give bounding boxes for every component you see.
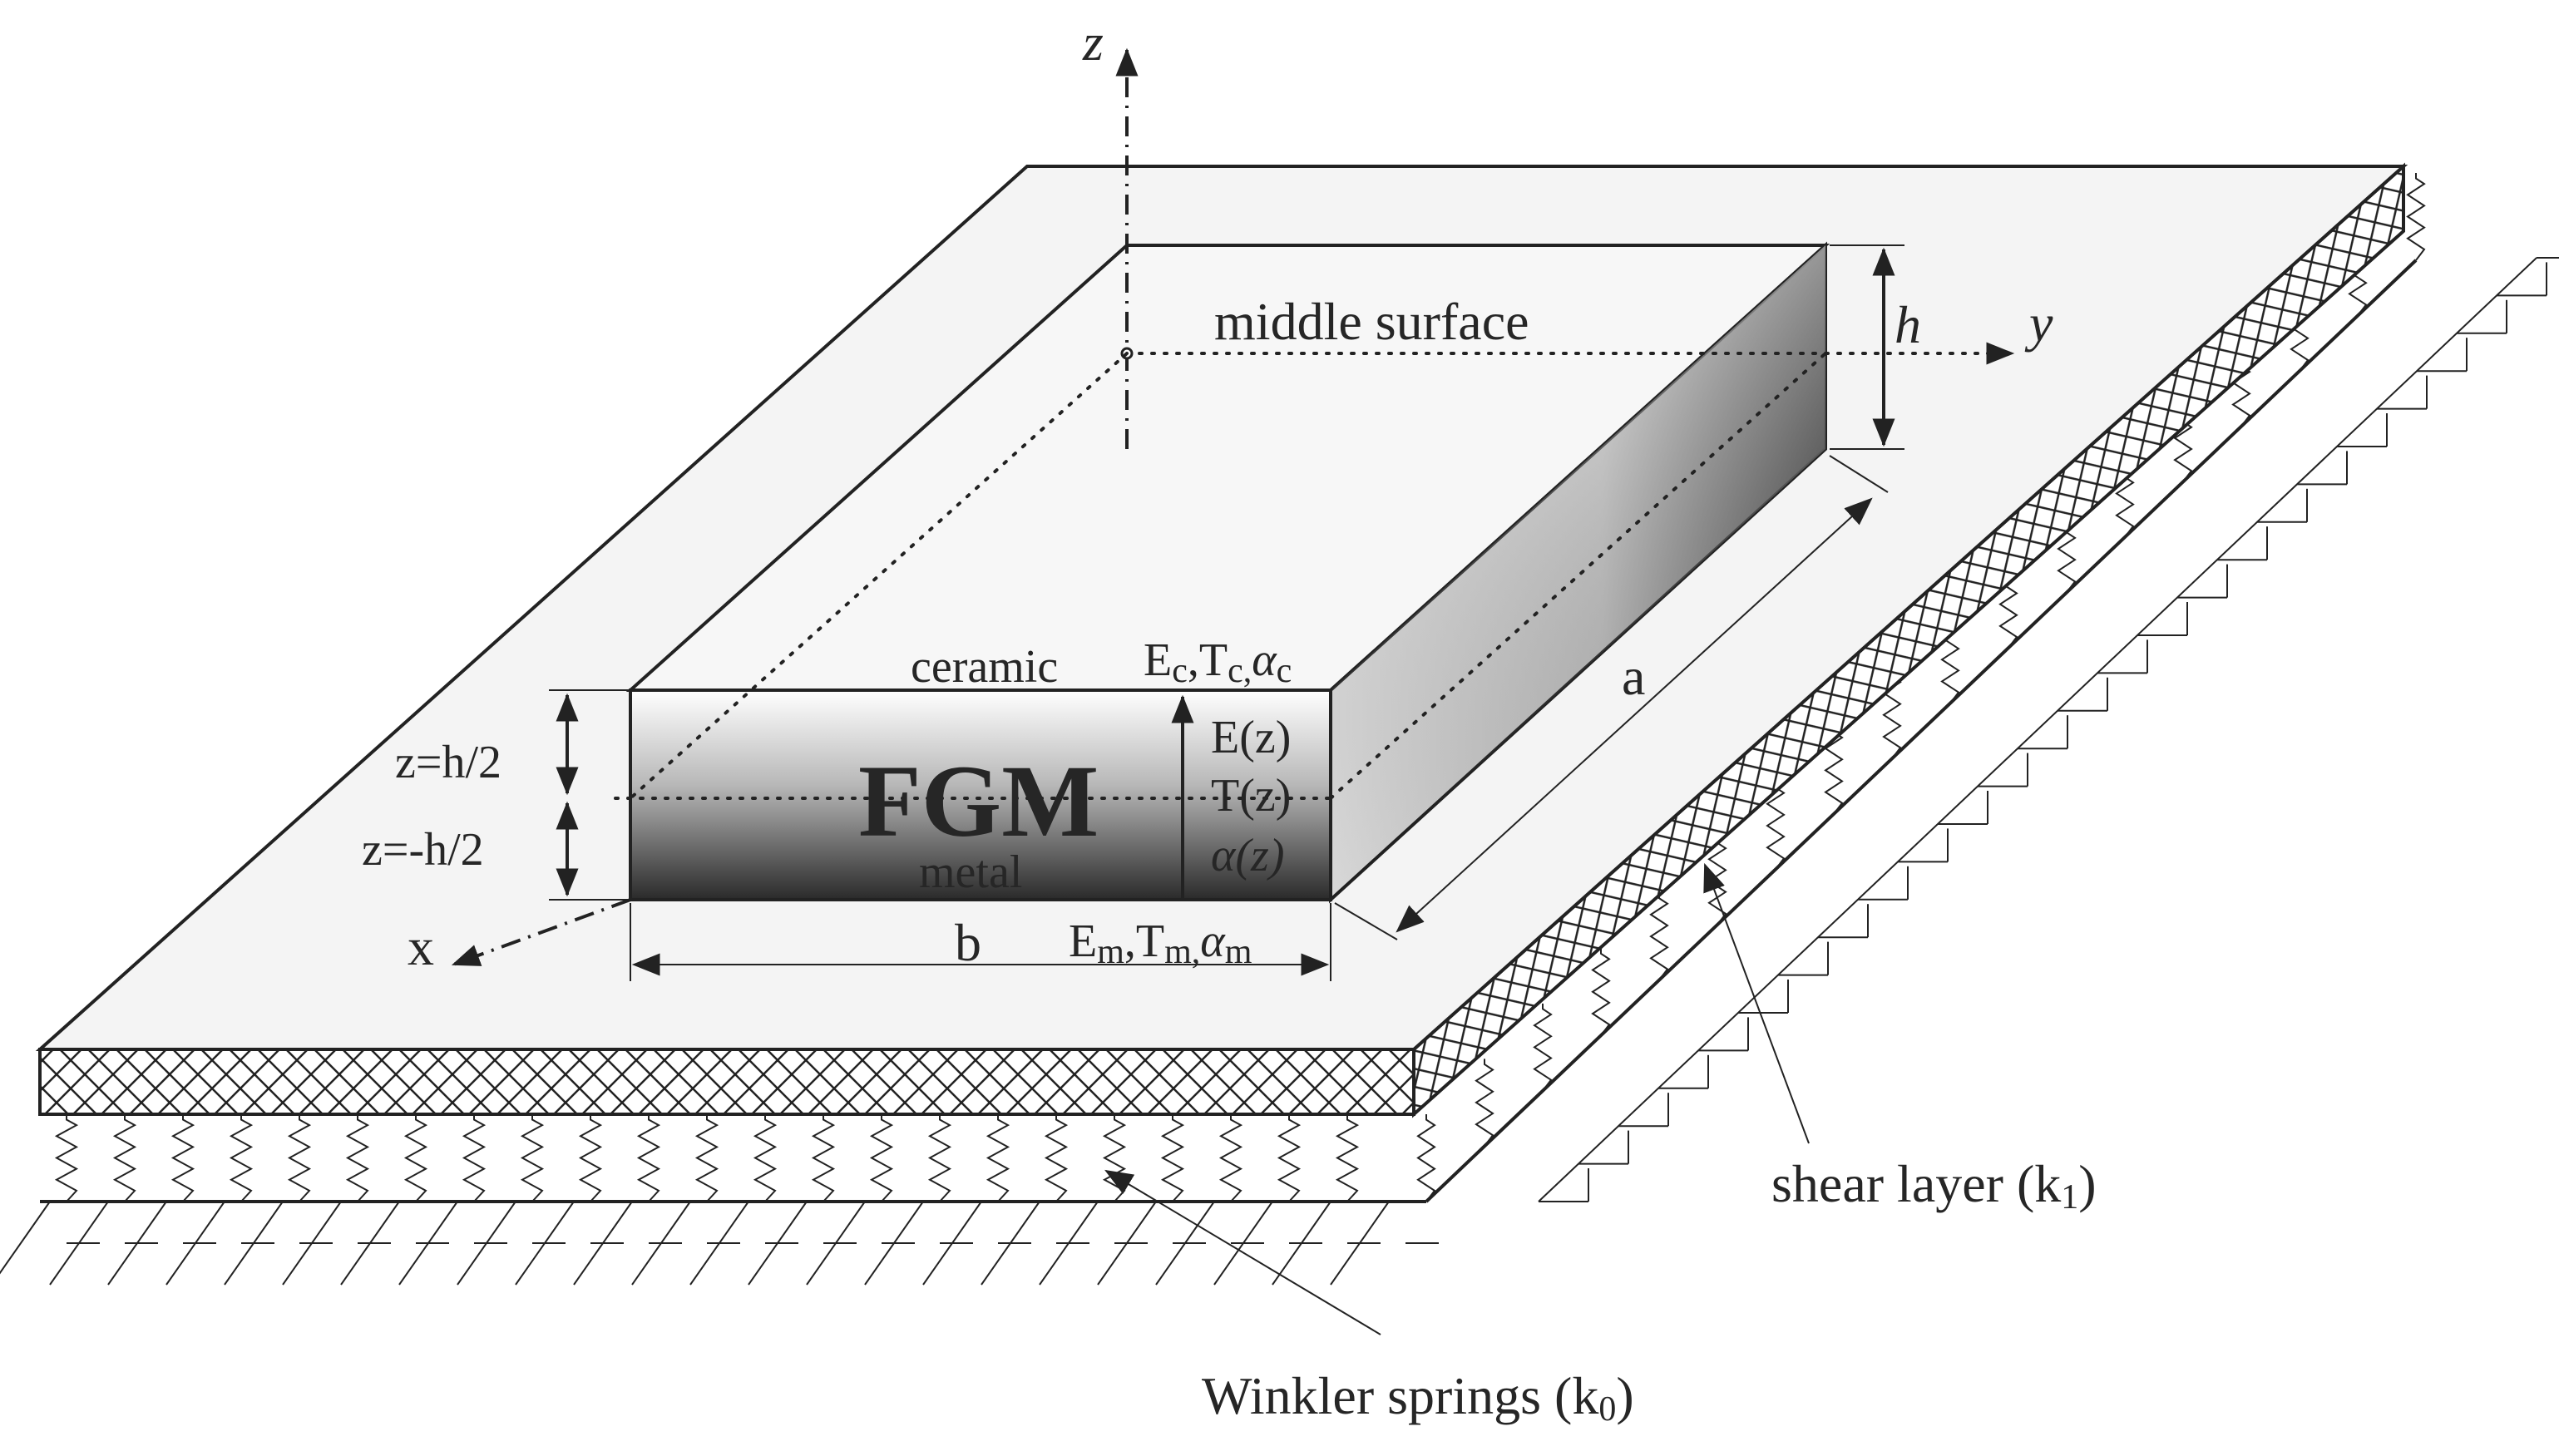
h-dimension	[1830, 244, 1904, 450]
a-label: a	[1622, 647, 1645, 706]
thickness-dimension	[549, 689, 630, 901]
x-axis-label: x	[408, 917, 434, 976]
z-top-label: z=h/2	[395, 737, 501, 788]
winkler-springs-label: Winkler springs (k0)	[1202, 1366, 1634, 1429]
metal-label: metal	[919, 846, 1022, 898]
shear-layer-label: shear layer (k1)	[1771, 1154, 2097, 1217]
winkler-leader	[1104, 1169, 1381, 1335]
e-z-label: E(z)	[1211, 712, 1291, 763]
metal-properties: Em,Tm,αm	[1069, 916, 1252, 971]
z-bottom-label: z=-h/2	[362, 824, 484, 876]
h-label: h	[1895, 295, 1921, 354]
ground-front	[0, 1200, 1439, 1286]
a-dimension	[1334, 455, 1889, 940]
shear-layer-front	[38, 1048, 1415, 1116]
ground-right	[1425, 257, 2559, 1203]
winkler-springs-front	[40, 1113, 1414, 1202]
ceramic-properties: Ec,Tc,αc	[1144, 634, 1292, 690]
b-dimension	[630, 903, 1331, 981]
y-axis-label: y	[2024, 294, 2053, 353]
middle-surface-label: middle surface	[1214, 292, 1529, 351]
fgm-label: FGM	[858, 744, 1099, 858]
t-z-label: T(z)	[1211, 770, 1291, 822]
ceramic-label: ceramic	[911, 641, 1058, 693]
alpha-z-label: α(z)	[1211, 830, 1284, 881]
z-axis-label: z	[1082, 12, 1104, 72]
middle-surface-line-left	[629, 352, 1129, 800]
b-label: b	[955, 913, 981, 972]
x-axis	[451, 898, 631, 966]
shear-layer-leader	[1703, 862, 1810, 1144]
